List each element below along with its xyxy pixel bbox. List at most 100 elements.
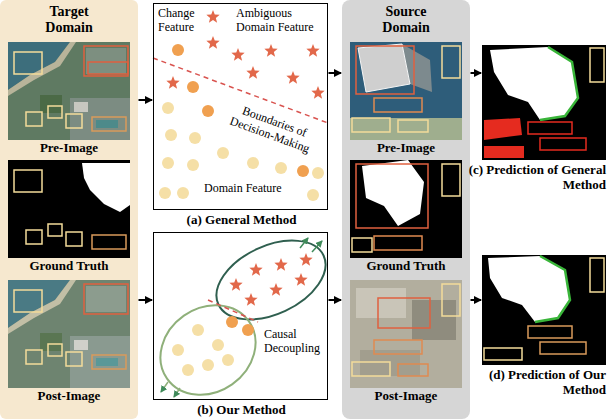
satellite-image: [350, 280, 462, 388]
change-feature-star: [311, 86, 324, 99]
method-caption: (b) Our Method: [144, 403, 339, 418]
panel-heading: Target Domain: [34, 4, 104, 36]
satellite-image: [350, 118, 462, 140]
image-caption: Pre-Image: [8, 141, 130, 156]
annotation-boxes: [352, 164, 460, 252]
prediction-mask: [482, 255, 606, 365]
satellite-image: [412, 300, 456, 340]
satellite-image: [8, 42, 130, 140]
annotation-boxes: [66, 114, 82, 128]
annotation-boxes: [378, 298, 430, 328]
image-caption: Ground Truth: [8, 259, 130, 274]
domain-feature-dot: [172, 344, 184, 356]
domain-feature-dot: [162, 157, 174, 169]
ambiguous-feature-dot: [226, 316, 254, 336]
annotation-boxes: [14, 52, 42, 74]
flow-arrow: [139, 299, 153, 301]
prediction-tile: (c) Prediction of General Method: [482, 45, 606, 160]
prediction-mask: [590, 48, 604, 82]
domain-feature-dot: [182, 364, 194, 376]
change-feature-star: [294, 273, 307, 286]
prediction-mask: [540, 342, 586, 354]
domain-feature-dot: [165, 129, 177, 141]
prediction-mask: [482, 45, 606, 160]
annotation-boxes: [14, 170, 42, 192]
method-caption: (a) General Method: [144, 213, 339, 228]
domain-feature-dot: [312, 167, 324, 179]
domain-panel: Target DomainPre-ImageGround TruthPost-I…: [0, 0, 138, 419]
annotation-boxes: [48, 224, 62, 236]
ambiguous-feature-dot: [187, 81, 199, 93]
change-feature-star: [246, 66, 259, 79]
annotation-boxes: [374, 340, 422, 354]
domain-cluster-ellipse: [143, 287, 273, 413]
change-feature-star: [166, 76, 179, 89]
domain-panel: Source DomainPre-ImageGround TruthPost-I…: [342, 0, 470, 419]
feature-label: Domain Feature: [204, 182, 300, 196]
annotation-boxes: [442, 46, 460, 78]
satellite-image: [350, 42, 462, 140]
domain-feature-dot: [202, 359, 214, 371]
domain-feature-dot: [159, 187, 171, 199]
change-feature-star: [206, 36, 219, 49]
image-caption: Pre-Image: [350, 141, 462, 156]
domain-feature-dot: [212, 339, 224, 351]
annotation-boxes: [442, 164, 460, 196]
image-tile: Post-Image: [350, 280, 462, 388]
ambiguous-feature-dot: [172, 44, 184, 56]
annotation-boxes: [356, 46, 414, 94]
flow-arrow: [329, 299, 342, 301]
satellite-image: [8, 280, 70, 328]
prediction-mask: [540, 47, 578, 120]
satellite-image: [8, 42, 70, 90]
ground-truth-mask: [82, 163, 130, 212]
change-feature-star: [231, 48, 244, 61]
domain-cluster-ellipse: [161, 382, 168, 392]
satellite-image: [8, 42, 130, 140]
domain-feature-dot: [275, 162, 287, 174]
satellite-image: [350, 280, 462, 388]
source-panel: [342, 0, 470, 419]
ground-truth-mask: [362, 160, 424, 226]
annotation-boxes: [352, 238, 372, 252]
annotation-boxes: [26, 112, 42, 126]
annotation-boxes: [48, 344, 62, 356]
domain-feature-dot: [172, 324, 234, 376]
flow-arrow: [329, 72, 342, 74]
annotation-boxes: [92, 355, 126, 369]
annotation-boxes: [374, 98, 422, 112]
annotation-boxes: [84, 46, 128, 76]
change-cluster-ellipse: [204, 225, 338, 336]
ground-truth-mask: [8, 160, 130, 258]
prediction-mask: [482, 45, 606, 160]
change-cluster-ellipse: [312, 241, 322, 252]
annotation-boxes: [374, 236, 422, 250]
satellite-image: [356, 288, 406, 318]
change-feature-star: [286, 71, 299, 84]
domain-cluster-ellipse: [174, 388, 180, 397]
domain-feature-dot: [247, 157, 259, 169]
prediction-mask: [590, 258, 604, 292]
domain-feature-dot: [222, 354, 234, 366]
annotation-boxes: [26, 230, 42, 244]
prediction-mask: [484, 348, 522, 360]
satellite-image: [40, 333, 62, 351]
satellite-image: [40, 95, 62, 113]
satellite-image: [358, 44, 410, 92]
domain-feature-dot: [177, 187, 189, 199]
feature-label: Change Feature: [158, 7, 210, 35]
source-panel: [342, 0, 470, 419]
satellite-image: [74, 102, 88, 112]
flow-arrow: [471, 72, 482, 74]
annotation-boxes: [14, 170, 126, 249]
prediction-mask: [484, 146, 524, 158]
change-feature-star: [274, 258, 287, 271]
change-feature-star: [269, 283, 282, 296]
feature-label: Ambiguous Domain Feature: [236, 7, 322, 35]
prediction-mask: [482, 255, 606, 365]
satellite-image: [86, 48, 126, 74]
domain-feature-dot: [217, 147, 229, 159]
annotation-boxes: [14, 46, 128, 131]
satellite-image: [96, 120, 118, 128]
annotation-boxes: [356, 164, 428, 228]
